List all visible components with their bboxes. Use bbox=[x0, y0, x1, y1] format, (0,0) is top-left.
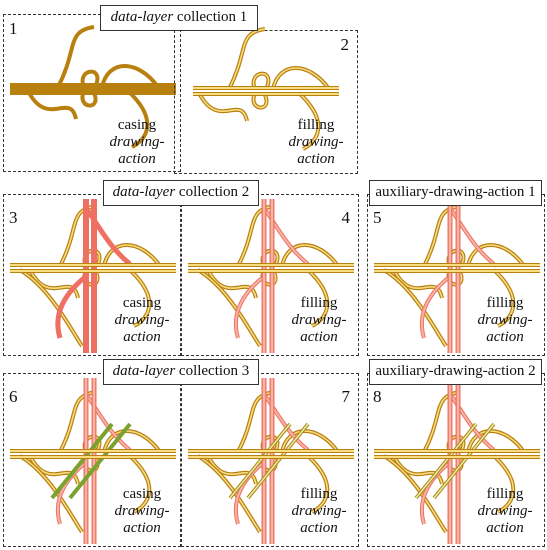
green-link-1-casing bbox=[68, 422, 132, 500]
brown-ramp-2-filling bbox=[493, 455, 515, 513]
panel-caption: filling drawing- action bbox=[477, 295, 533, 345]
panel-number: 2 bbox=[340, 35, 350, 54]
red-ramp-0-filling bbox=[263, 207, 309, 265]
brown-ramp-6-casing bbox=[382, 268, 448, 348]
panel-6: 6 casing drawing- action bbox=[3, 373, 181, 547]
panel-number: 3 bbox=[9, 208, 18, 227]
header-data-layer-collection-3: data-layer collection 3 bbox=[103, 359, 259, 385]
red-ramp-0-filling bbox=[449, 207, 495, 265]
panel-2: 2 filling drawing- action bbox=[174, 27, 358, 174]
panel-5: 5 filling drawing- action bbox=[367, 194, 545, 356]
brown-ramp-2-filling bbox=[298, 92, 320, 150]
brown-ramp-2-filling bbox=[129, 269, 151, 327]
panel-caption: casing drawing- action bbox=[114, 486, 170, 536]
brown-ramp-3-filling bbox=[467, 430, 525, 453]
panel-number: 4 bbox=[341, 208, 351, 227]
interchange-drawing bbox=[10, 378, 176, 544]
brown-ramp-3-filling bbox=[103, 244, 161, 267]
brown-ramp-0-filling bbox=[29, 269, 79, 299]
brown-ramp-3-filling bbox=[281, 430, 339, 453]
brown-ramp-1-casing bbox=[56, 25, 95, 88]
panel-3: 3 casing drawing- action bbox=[3, 194, 181, 356]
green-link-0-filling bbox=[229, 423, 291, 499]
brown-ramp-2-filling bbox=[493, 269, 515, 327]
panel-8: 8 filling drawing- action bbox=[367, 373, 545, 547]
brown-ramp-0-filling bbox=[393, 455, 443, 485]
header-data-layer-collection-2: data-layer collection 2 bbox=[103, 180, 259, 206]
red-ramp-1-filling bbox=[234, 463, 263, 525]
brown-ramp-6-filling bbox=[19, 269, 83, 347]
panel-caption: filling drawing- action bbox=[477, 486, 533, 536]
brown-ramp-0-filling bbox=[207, 269, 257, 299]
brown-ramp-0-casing bbox=[197, 92, 249, 122]
panel-number: 6 bbox=[9, 387, 18, 406]
brown-ramp-2-casing bbox=[126, 89, 150, 149]
panel-caption: casing drawing- action bbox=[114, 295, 170, 345]
panel-number: 8 bbox=[373, 387, 382, 406]
green-link-1-filling bbox=[433, 423, 495, 499]
header-auxiliary-drawing-action-1: auxiliary-drawing-action 1 bbox=[369, 180, 542, 206]
panel-caption: filling drawing- action bbox=[291, 295, 347, 345]
brown-ramp-1-filling bbox=[423, 205, 461, 267]
green-link-0-filling bbox=[415, 423, 477, 499]
panel-4: 4 filling drawing- action bbox=[181, 194, 359, 356]
brown-ramp-0-filling bbox=[198, 92, 248, 122]
interchange-drawing bbox=[374, 199, 540, 353]
interchange-drawing bbox=[188, 199, 354, 353]
brown-ramp-0-filling bbox=[29, 455, 79, 485]
brown-ramp-6-filling bbox=[383, 455, 447, 533]
red-ramp-0-filling bbox=[85, 393, 131, 451]
red-ramp-1-filling bbox=[56, 463, 85, 525]
brown-ramp-2-filling bbox=[307, 269, 329, 327]
green-link-1-filling bbox=[247, 423, 309, 499]
brown-ramp-4-filling bbox=[252, 72, 270, 90]
interchange-drawing bbox=[188, 378, 354, 544]
brown-ramp-3-filling bbox=[281, 244, 339, 267]
red-ramp-0-filling bbox=[263, 393, 309, 451]
panel-1: 1 casing drawing- action bbox=[3, 14, 181, 172]
brown-ramp-1-filling bbox=[237, 391, 275, 453]
green-link-0-casing bbox=[50, 422, 114, 500]
interchange-drawing bbox=[10, 25, 176, 149]
brown-ramp-3-casing bbox=[100, 64, 160, 89]
panel-caption: casing drawing- action bbox=[109, 117, 165, 167]
brown-ramp-0-filling bbox=[393, 269, 443, 299]
panel-number: 7 bbox=[341, 387, 351, 406]
brown-ramp-3-filling bbox=[467, 244, 525, 267]
header-auxiliary-drawing-action-2: auxiliary-drawing-action 2 bbox=[369, 359, 542, 385]
brown-ramp-1-filling bbox=[237, 205, 275, 267]
brown-ramp-0-casing bbox=[26, 90, 78, 120]
brown-ramp-3-filling bbox=[272, 67, 330, 90]
brown-ramp-1-filling bbox=[59, 391, 97, 453]
panel-number: 5 bbox=[373, 208, 382, 227]
red-ramp-1-filling bbox=[234, 277, 263, 339]
brown-ramp-0-filling bbox=[207, 455, 257, 485]
brown-ramp-2-filling bbox=[307, 455, 329, 513]
brown-ramp-6-filling bbox=[197, 269, 261, 347]
brown-ramp-6-casing bbox=[196, 268, 262, 348]
brown-ramp-6-filling bbox=[197, 455, 261, 533]
interchange-drawing bbox=[374, 378, 540, 544]
brown-ramp-5-casing bbox=[80, 90, 98, 108]
brown-ramp-5-filling bbox=[252, 92, 268, 109]
red-ramp-0-filling bbox=[449, 393, 495, 451]
brown-ramp-6-casing bbox=[18, 268, 84, 348]
header-data-layer-collection-1: data-layer collection 1 bbox=[100, 5, 258, 31]
red-ramp-1-casing bbox=[55, 276, 86, 339]
interchange-drawing bbox=[10, 199, 176, 353]
panel-caption: filling drawing- action bbox=[288, 117, 344, 167]
red-ramp-1-filling bbox=[420, 277, 449, 339]
red-ramp-0-casing bbox=[83, 206, 132, 266]
panel-number: 1 bbox=[9, 19, 18, 38]
red-ramp-1-filling bbox=[420, 463, 449, 525]
brown-ramp-1-filling bbox=[423, 391, 461, 453]
panel-7: 7 filling drawing- action bbox=[181, 373, 359, 547]
panel-caption: filling drawing- action bbox=[291, 486, 347, 536]
brown-ramp-4-casing bbox=[80, 69, 100, 88]
brown-ramp-2-filling bbox=[129, 455, 151, 513]
brown-ramp-6-filling bbox=[383, 269, 447, 347]
